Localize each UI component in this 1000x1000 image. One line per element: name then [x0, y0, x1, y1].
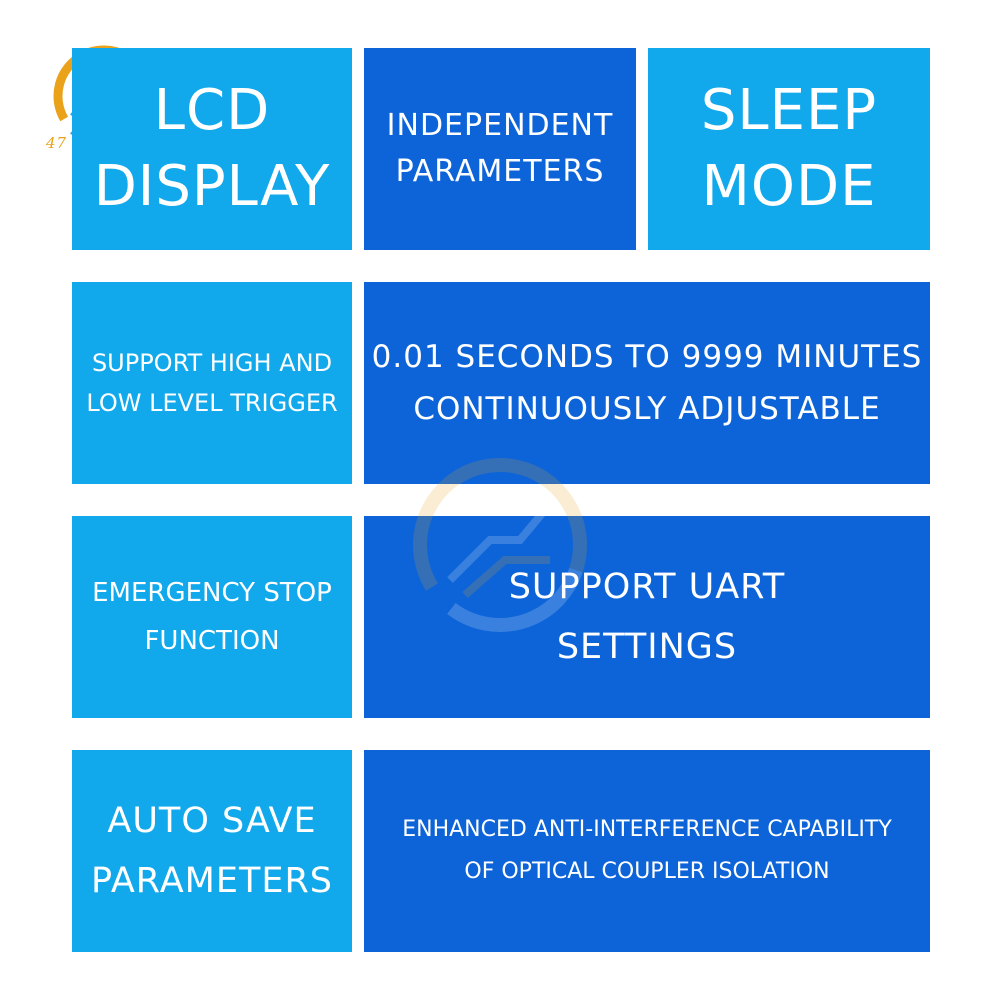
tile-text-line: CONTINUOUSLY ADJUSTABLE	[413, 391, 881, 427]
tile-trigger: SUPPORT HIGH AND LOW LEVEL TRIGGER	[72, 282, 352, 484]
tile-text-line: SLEEP	[700, 78, 878, 143]
tile-text-line: SUPPORT HIGH AND	[91, 349, 333, 377]
tile-text-line: AUTO SAVE	[107, 801, 317, 841]
tile-text-line: INDEPENDENT	[386, 108, 614, 143]
tile-text-line: DISPLAY	[93, 154, 331, 219]
tile-text-line: 0.01 SECONDS TO 9999 MINUTES	[371, 339, 923, 375]
watermark-logo-icon	[413, 458, 587, 632]
tile-lcd-display: LCD DISPLAY	[72, 48, 352, 250]
tile-anti-interference: ENHANCED ANTI-INTERFERENCE CAPABILITY OF…	[364, 750, 930, 952]
tile-text-line: EMERGENCY STOP	[92, 578, 332, 608]
tile-text-line: SUPPORT UART	[508, 567, 786, 607]
tile-independent-parameters: INDEPENDENT PARAMETERS	[364, 48, 636, 250]
tile-text-line: MODE	[701, 154, 877, 219]
tile-text-line: PARAMETERS	[395, 154, 605, 189]
tile-text-line: SETTINGS	[556, 627, 738, 667]
tile-auto-save: AUTO SAVE PARAMETERS	[72, 750, 352, 952]
tile-text-line: FUNCTION	[144, 626, 280, 656]
tile-text-line: OF OPTICAL COUPLER ISOLATION	[464, 859, 830, 884]
tile-text-line: ENHANCED ANTI-INTERFERENCE CAPABILITY	[402, 817, 892, 842]
tile-timing-range: 0.01 SECONDS TO 9999 MINUTES CONTINUOUSL…	[364, 282, 930, 484]
tile-text-line: LCD	[153, 78, 271, 143]
tile-text-line: PARAMETERS	[91, 861, 333, 901]
tile-text-line: LOW LEVEL TRIGGER	[86, 389, 338, 417]
tile-uart-settings: SUPPORT UART SETTINGS	[364, 516, 930, 718]
tile-emergency-stop: EMERGENCY STOP FUNCTION	[72, 516, 352, 718]
tile-sleep-mode: SLEEP MODE	[648, 48, 930, 250]
